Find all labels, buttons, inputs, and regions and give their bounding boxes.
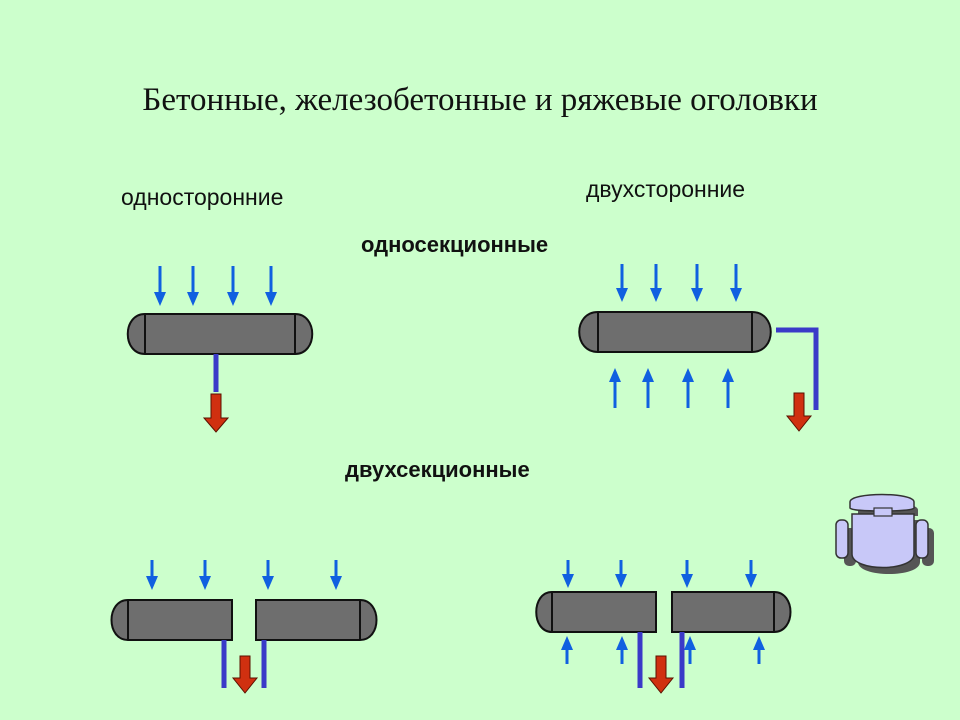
outflow-arrow-icon bbox=[647, 655, 675, 694]
label-two-sided: двухсторонние bbox=[586, 176, 746, 202]
inflow-arrow-icon bbox=[616, 636, 628, 664]
inflow-arrow-icon bbox=[154, 266, 166, 306]
intake-body-left bbox=[110, 599, 233, 641]
office-chair-icon bbox=[835, 493, 934, 574]
inflow-arrow-icon bbox=[615, 560, 627, 588]
inflow-arrow-icon bbox=[745, 560, 757, 588]
inflow-arrow-icon bbox=[650, 264, 662, 302]
label-double-section: двухсекционные bbox=[345, 457, 530, 482]
intake-body-right bbox=[255, 599, 378, 641]
intake-body-right bbox=[671, 591, 792, 633]
outflow-arrow-icon bbox=[202, 393, 230, 433]
inflow-arrow-icon bbox=[146, 560, 158, 590]
inflow-arrow-icon bbox=[562, 560, 574, 588]
inflow-arrow-icon bbox=[730, 264, 742, 302]
outflow-arrow-icon bbox=[785, 392, 813, 432]
inflow-arrow-icon bbox=[682, 368, 694, 408]
intake-body-left bbox=[535, 591, 657, 633]
inflow-arrow-icon bbox=[753, 636, 765, 664]
slide-title: Бетонные, железобетонные и ряжевые оголо… bbox=[142, 82, 818, 118]
inflow-arrow-icon bbox=[642, 368, 654, 408]
inflow-arrow-icon bbox=[227, 266, 239, 306]
outflow-arrow-icon bbox=[231, 655, 259, 694]
inflow-arrow-icon bbox=[722, 368, 734, 408]
label-single-section: односекционные bbox=[361, 232, 549, 257]
intake-body bbox=[126, 313, 314, 355]
intake-body bbox=[578, 311, 772, 353]
inflow-arrow-icon bbox=[616, 264, 628, 302]
head-double-two-sided bbox=[535, 560, 792, 694]
inflow-arrow-icon bbox=[262, 560, 274, 590]
head-single-two-sided bbox=[578, 264, 819, 432]
inflow-arrow-icon bbox=[691, 264, 703, 302]
outlet-pipe bbox=[776, 327, 819, 410]
inflow-arrow-icon bbox=[561, 636, 573, 664]
label-one-sided: односторонние bbox=[121, 184, 284, 210]
inflow-arrow-icon bbox=[684, 636, 696, 664]
inflow-arrow-icon bbox=[187, 266, 199, 306]
inflow-arrow-icon bbox=[681, 560, 693, 588]
head-double-one-sided bbox=[110, 560, 378, 694]
inflow-arrow-icon bbox=[199, 560, 211, 590]
head-single-one-sided bbox=[126, 266, 314, 433]
inflow-arrow-icon bbox=[330, 560, 342, 590]
inflow-arrow-icon bbox=[609, 368, 621, 408]
inflow-arrow-icon bbox=[265, 266, 277, 306]
